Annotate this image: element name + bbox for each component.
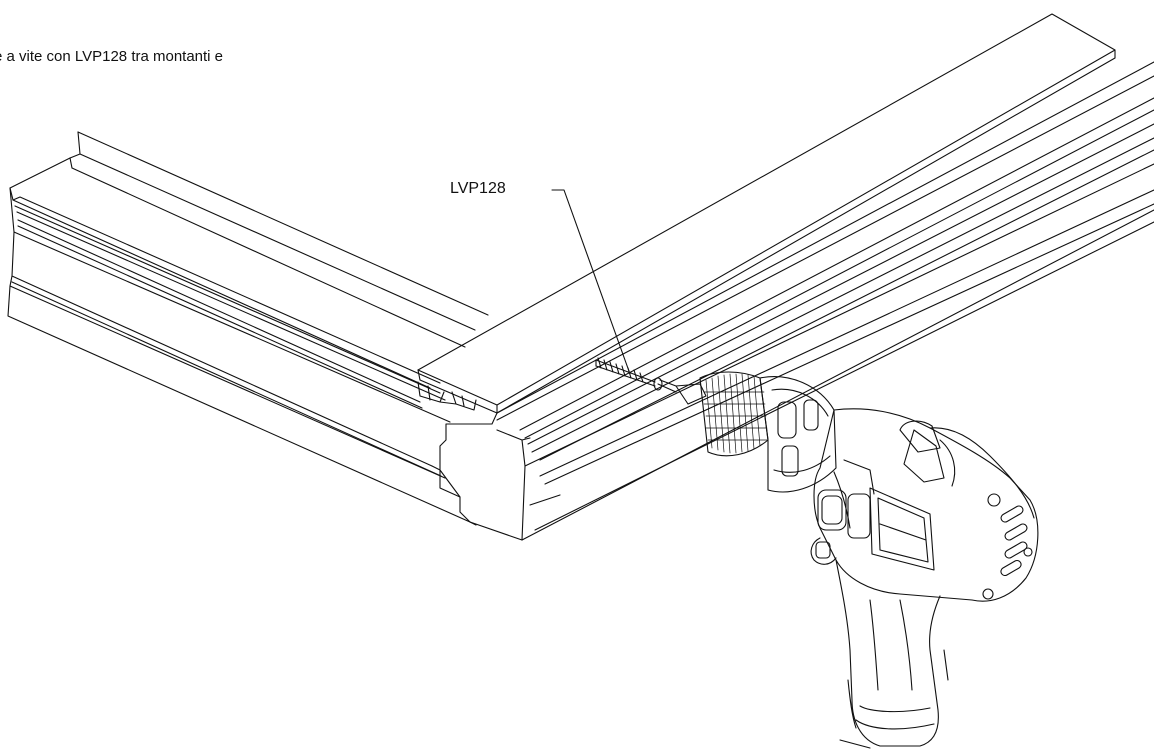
- instruction-caption: e a vite con LVP128 tra montanti e: [0, 48, 224, 65]
- part-callout-label: LVP128: [450, 180, 506, 197]
- main-profile: [418, 14, 1154, 540]
- callout-leader-line: [552, 190, 630, 374]
- cordless-drill: [658, 372, 1038, 748]
- screw-lvp128: [596, 358, 662, 390]
- left-profile: [8, 132, 488, 525]
